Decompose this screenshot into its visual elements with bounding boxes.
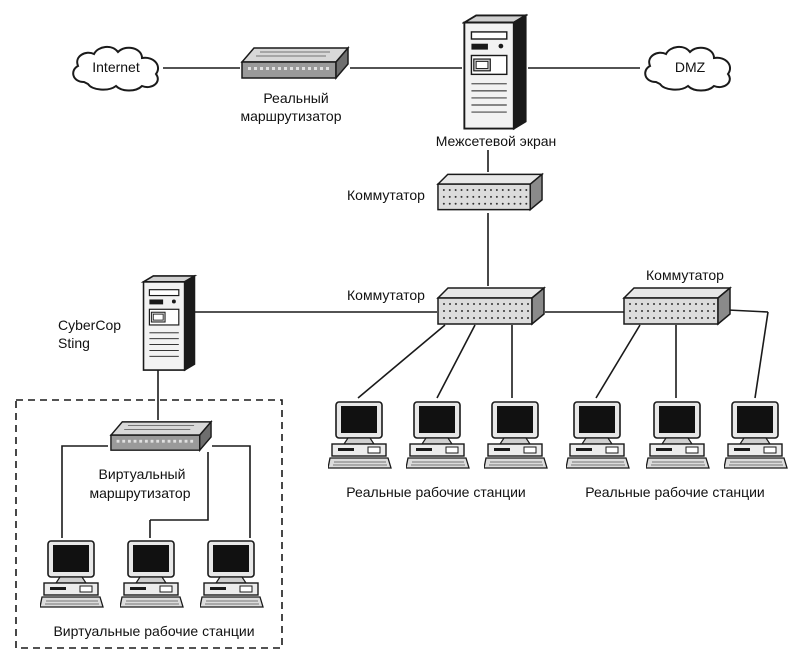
connection-lines [61, 67, 769, 538]
desktop-computer-icon [200, 540, 264, 608]
real-workstations-group-1: Реальные рабочие станции [328, 401, 548, 500]
link-switch-middle-pc2 [436, 324, 476, 399]
server-tower-icon [142, 275, 196, 371]
link-virtual-router-vpc2-h [150, 452, 209, 521]
desktop-computer-icon [120, 540, 184, 608]
desktop-computer-icon [40, 540, 104, 608]
server-tower-icon [463, 14, 527, 130]
network-switch-icon [623, 287, 731, 325]
desktop-computer-icon [724, 401, 788, 469]
link-switch-right-pc4 [595, 324, 641, 399]
desktop-computer-icon [566, 401, 630, 469]
real-workstations-group-2: Реальные рабочие станции [566, 401, 788, 500]
cybercop-label-line2: Sting [58, 335, 90, 351]
real-workstations-2-label: Реальные рабочие станции [585, 484, 765, 500]
desktop-computer-icon [328, 401, 392, 469]
network-switch-icon [437, 173, 543, 211]
switch-middle-label: Коммутатор [347, 287, 425, 303]
switch-top-label: Коммутатор [347, 187, 425, 203]
dmz-cloud: DMZ [644, 45, 732, 92]
real-router-label-line2: маршрутизатор [240, 108, 341, 124]
link-virtual-router-vpc1 [61, 445, 108, 538]
desktop-computer-icon [406, 401, 470, 469]
firewall-label: Межсетевой экран [436, 133, 557, 149]
firewall-server: Межсетевой экран [436, 14, 557, 149]
virtual-workstations-group: Виртуальные рабочие станции [40, 540, 264, 639]
virtual-router-label-line2: маршрутизатор [89, 485, 190, 501]
link-virtual-router-vpc3 [212, 445, 251, 538]
real-router-label-line1: Реальный [263, 90, 328, 106]
internet-label: Internet [92, 59, 140, 75]
switch-top: Коммутатор [347, 173, 543, 211]
virtual-network-boundary [15, 399, 283, 649]
virtual-workstations-label: Виртуальные рабочие станции [53, 623, 254, 639]
switch-right: Коммутатор [623, 267, 731, 325]
virtual-router-label-line1: Виртуальный [99, 466, 186, 482]
desktop-computer-icon [484, 401, 548, 469]
switch-middle: Коммутатор [347, 287, 545, 325]
link-switch-right-pc6-down [754, 311, 769, 399]
desktop-computer-icon [646, 401, 710, 469]
virtual-router: Виртуальный маршрутизатор [89, 421, 212, 501]
dmz-label: DMZ [675, 59, 706, 75]
real-workstations-1-label: Реальные рабочие станции [346, 484, 526, 500]
link-switch-middle-pc1 [357, 324, 446, 399]
cybercop-sting-server: CyberCop Sting [58, 275, 196, 371]
real-router: Реальный маршрутизатор [240, 47, 349, 124]
network-switch-icon [437, 287, 545, 325]
router-icon [241, 47, 349, 79]
link-switch-right-pc6 [727, 309, 769, 313]
router-icon [110, 421, 212, 451]
cybercop-label-line1: CyberCop [58, 317, 121, 333]
switch-right-label: Коммутатор [646, 267, 724, 283]
internet-cloud: Internet [72, 45, 160, 92]
